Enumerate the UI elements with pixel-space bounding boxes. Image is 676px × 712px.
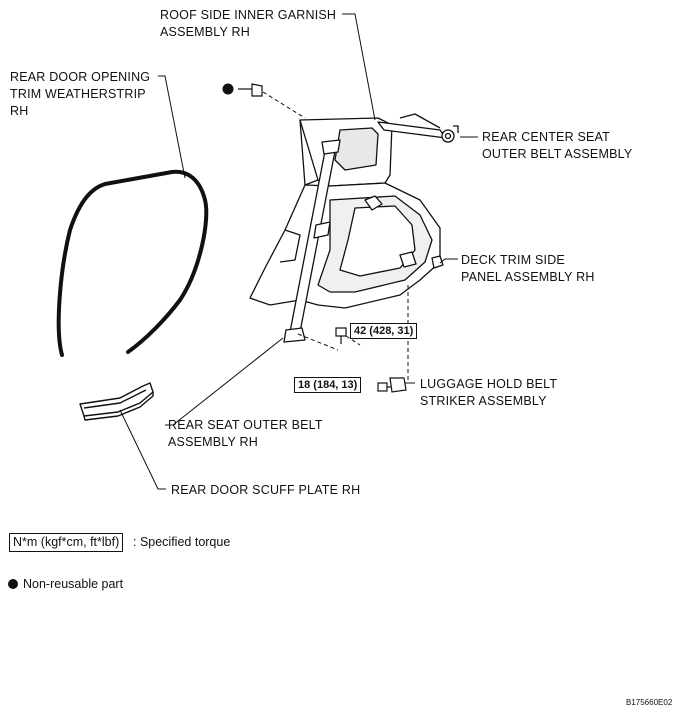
- center-belt-drawing: [377, 113, 459, 143]
- figure-code: B175660E02: [626, 698, 673, 707]
- non-reusable-legend-icon: [8, 579, 18, 589]
- deck-trim-label-line1: DECK TRIM SIDE: [461, 253, 565, 267]
- torque-callout-belt-anchor: 42 (428, 31): [350, 323, 418, 339]
- clip-drawing: [238, 83, 263, 97]
- scuff-plate-label: REAR DOOR SCUFF PLATE RH: [171, 483, 361, 497]
- seat-belt-label-line2: ASSEMBLY RH: [168, 435, 258, 449]
- luggage-striker-label-line1: LUGGAGE HOLD BELT: [420, 377, 558, 391]
- deck-trim-label-line2: PANEL ASSEMBLY RH: [461, 270, 595, 284]
- roof-garnish-drawing: [299, 117, 393, 187]
- seat-belt-drawing: [283, 139, 341, 343]
- deck-trim-drawing: [249, 182, 444, 309]
- scuff-plate-drawing: [79, 382, 154, 421]
- center-belt-label-line2: OUTER BELT ASSEMBLY: [482, 147, 633, 161]
- non-reusable-marker-icon: [222, 83, 234, 95]
- leader-lines: [119, 13, 478, 490]
- roof-garnish-label-line2: ASSEMBLY RH: [160, 25, 250, 39]
- weatherstrip-label-line1: REAR DOOR OPENING: [10, 70, 151, 84]
- weatherstrip-label-line2: TRIM WEATHERSTRIP: [10, 87, 146, 101]
- center-belt-label-line1: REAR CENTER SEAT: [482, 130, 610, 144]
- legend-non-reusable: Non-reusable part: [23, 577, 124, 591]
- seat-belt-label-line1: REAR SEAT OUTER BELT: [168, 418, 323, 432]
- luggage-striker-label-line2: STRIKER ASSEMBLY: [420, 394, 547, 408]
- weatherstrip-label-line3: RH: [10, 104, 29, 118]
- weatherstrip-drawing: [56, 169, 209, 357]
- legend-torque-desc: : Specified torque: [133, 535, 231, 549]
- legend-torque-unit: N*m (kgf*cm, ft*lbf): [9, 533, 124, 552]
- torque-callout-striker: 18 (184, 13): [294, 377, 362, 393]
- dashed-guides: [262, 91, 409, 380]
- roof-garnish-label-line1: ROOF SIDE INNER GARNISH: [160, 8, 337, 22]
- bolt-drawing: [335, 327, 407, 393]
